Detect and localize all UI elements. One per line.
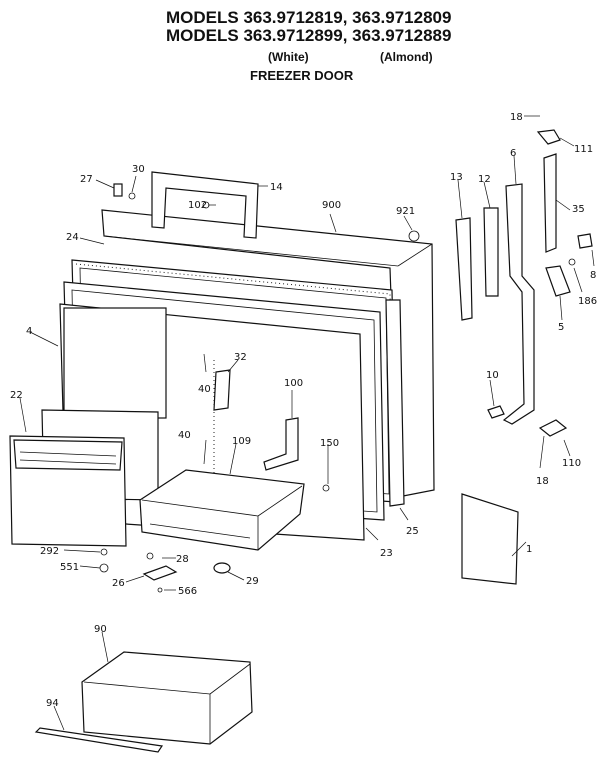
side-trim-strip xyxy=(385,299,405,507)
screw-150 xyxy=(322,484,330,492)
screw-566 xyxy=(157,587,163,593)
callout-102: 102 xyxy=(188,200,207,211)
callout-32: 32 xyxy=(234,352,247,363)
callout-18-top: 18 xyxy=(510,112,523,123)
screw-30 xyxy=(128,192,136,200)
variant-white-label: (White) xyxy=(268,50,309,64)
plate-26 xyxy=(142,565,178,581)
shelf-front-94 xyxy=(34,727,164,753)
variant-almond-label: (Almond) xyxy=(380,50,433,64)
callout-23: 23 xyxy=(380,548,393,559)
plug-8 xyxy=(577,233,593,249)
callout-13: 13 xyxy=(450,172,463,183)
cap-110 xyxy=(538,419,568,437)
callout-150: 150 xyxy=(320,438,339,449)
rail-12 xyxy=(483,207,499,297)
callout-40-lower: 40 xyxy=(178,430,191,441)
callout-566: 566 xyxy=(178,586,197,597)
callout-6: 6 xyxy=(510,148,516,159)
callout-14: 14 xyxy=(270,182,283,193)
kick-panel xyxy=(9,435,127,547)
callout-90: 90 xyxy=(94,624,107,635)
callout-4: 4 xyxy=(26,326,32,337)
callout-921: 921 xyxy=(396,206,415,217)
callout-27: 27 xyxy=(80,174,93,185)
callout-29: 29 xyxy=(246,576,259,587)
trim-piece-1 xyxy=(461,493,519,585)
callout-28: 28 xyxy=(176,554,189,565)
callout-12: 12 xyxy=(478,174,491,185)
callout-5: 5 xyxy=(558,322,564,333)
knob-29 xyxy=(213,562,231,574)
callout-110: 110 xyxy=(562,458,581,469)
callout-35: 35 xyxy=(572,204,585,215)
callout-22: 22 xyxy=(10,390,23,401)
screw-292 xyxy=(100,548,108,556)
callout-10: 10 xyxy=(486,370,499,381)
diagram-header: MODELS 363.9712819, 363.9712809 MODELS 3… xyxy=(0,0,608,90)
callout-40-upper: 40 xyxy=(198,384,211,395)
callout-1: 1 xyxy=(526,544,532,555)
rail-13 xyxy=(455,217,473,321)
callout-26: 26 xyxy=(112,578,125,589)
screw-186 xyxy=(568,258,576,266)
models-line-1: MODELS 363.9712819, 363.9712809 xyxy=(166,8,452,27)
screw-551 xyxy=(99,563,109,573)
callout-551: 551 xyxy=(60,562,79,573)
models-line-2: MODELS 363.9712899, 363.9712889 xyxy=(166,26,452,45)
rail-6 xyxy=(502,183,535,425)
callout-111: 111 xyxy=(574,144,593,155)
callout-labels: 18 111 6 13 12 35 27 30 14 102 900 921 2… xyxy=(10,112,597,709)
callout-109: 109 xyxy=(232,436,251,447)
freezer-basket xyxy=(81,651,253,745)
bracket-100 xyxy=(263,417,299,471)
hinge-cap-111 xyxy=(536,129,561,145)
callout-900: 900 xyxy=(322,200,341,211)
callout-18-lower: 18 xyxy=(536,476,549,487)
leader-lines xyxy=(19,115,595,731)
clip-10 xyxy=(487,405,505,419)
callout-292: 292 xyxy=(40,546,59,557)
callout-25: 25 xyxy=(406,526,419,537)
plug-921 xyxy=(408,230,420,242)
rail-35 xyxy=(543,153,557,253)
hinge-5 xyxy=(545,265,571,297)
screw-28 xyxy=(146,552,154,560)
screw-27 xyxy=(113,183,123,197)
ice-tray xyxy=(139,469,305,551)
callout-24: 24 xyxy=(66,232,79,243)
callout-94: 94 xyxy=(46,698,59,709)
callout-186: 186 xyxy=(578,296,597,307)
callout-8: 8 xyxy=(590,270,596,281)
callout-100: 100 xyxy=(284,378,303,389)
bracket-32 xyxy=(213,369,231,411)
callout-30: 30 xyxy=(132,164,145,175)
diagram-subtitle: FREEZER DOOR xyxy=(250,68,354,83)
